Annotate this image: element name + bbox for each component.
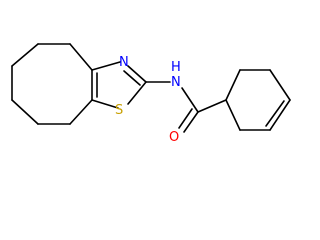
- molecule-canvas: N S N H O: [11, 43, 291, 145]
- bond-n-c2-double: [123, 70, 141, 86]
- bond-co-ring: [197, 99, 227, 113]
- thiazole-ring: [91, 61, 147, 109]
- bond-s-c9a: [91, 99, 119, 109]
- atom-o-carbonyl: O: [169, 130, 179, 145]
- amide-group: [145, 81, 227, 133]
- bond-r1-r2: [225, 69, 241, 101]
- bond-nh-co: [181, 87, 199, 113]
- bond-c9-c9a: [69, 99, 93, 125]
- bond-r3-r4: [269, 69, 291, 101]
- bond-c7-c8: [11, 99, 39, 125]
- atom-s-ring: S: [115, 103, 123, 118]
- structure-diagram: N S N H O: [11, 43, 291, 145]
- atom-labels: N S N H O: [115, 55, 181, 145]
- bond-r4-r5-double: [265, 100, 285, 127]
- atom-h-amide: H: [171, 60, 181, 75]
- atom-n-ring: N: [119, 55, 129, 70]
- bond-c3a-n: [91, 61, 121, 71]
- cyclooctane-ring: [11, 43, 93, 125]
- bond-c3a-c4: [69, 43, 93, 71]
- bond-c5-c6: [11, 43, 39, 67]
- bond-co-o-1: [183, 111, 199, 133]
- bond-r6-r1: [225, 99, 241, 131]
- bond-n-c2: [127, 65, 147, 83]
- atom-n-amide: N: [171, 75, 181, 90]
- cyclohexene-ring: [225, 69, 291, 131]
- bond-co-o-2: [178, 108, 193, 129]
- bond-c2-s: [127, 81, 147, 105]
- bond-r4-r5: [269, 99, 291, 131]
